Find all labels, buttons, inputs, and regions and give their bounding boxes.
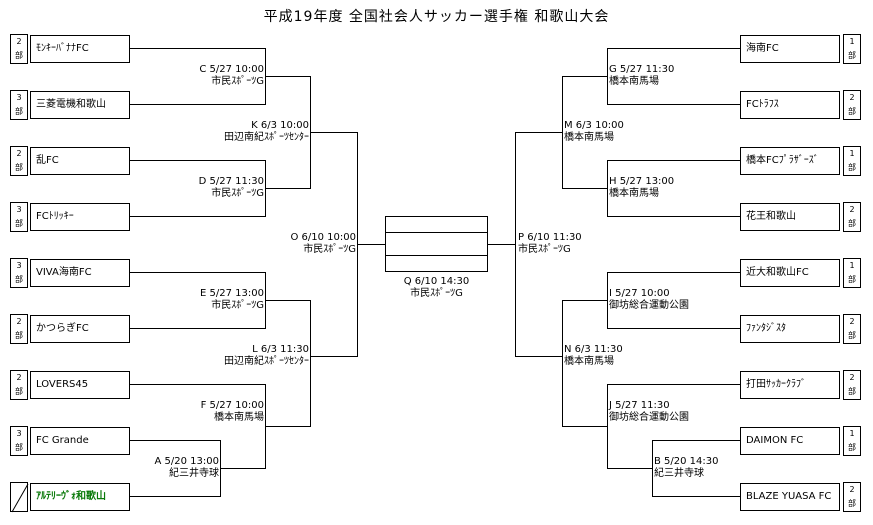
team-name: DAIMON FC xyxy=(740,427,840,455)
team-name: ﾌｧﾝﾀｼﾞｽﾀ xyxy=(740,315,840,343)
team-tier-badge-unranked xyxy=(10,482,29,513)
team-name: FCﾄﾗﾌｽ xyxy=(740,91,840,119)
team-name: 橋本FCﾌﾟﾗｻﾞｰｽﾞ xyxy=(740,147,840,175)
team-name: LOVERS45 xyxy=(30,371,130,399)
team-name: FC Grande xyxy=(30,427,130,455)
team-name: かつらぎFC xyxy=(30,315,130,343)
team-name: 乱FC xyxy=(30,147,130,175)
team-name: FCﾄﾘｯｷｰ xyxy=(30,203,130,231)
final-result-box xyxy=(385,216,488,272)
diagonal-slash-icon xyxy=(11,483,29,513)
team-name: 近大和歌山FC xyxy=(740,259,840,287)
team-name: 花王和歌山 xyxy=(740,203,840,231)
team-name: BLAZE YUASA FC xyxy=(740,483,840,511)
team-name: 打田ｻｯｶｰｸﾗﾌﾞ xyxy=(740,371,840,399)
team-name: 海南FC xyxy=(740,35,840,63)
team-name: ﾓﾝｷｰﾊﾞﾅﾅFC xyxy=(30,35,130,63)
team-name: 三菱電機和歌山 xyxy=(30,91,130,119)
page-title: 平成19年度 全国社会人サッカー選手権 和歌山大会 xyxy=(263,9,610,25)
team-name: ｱﾙﾃﾘｰｳﾞｫ和歌山 xyxy=(30,483,130,511)
team-name: VIVA海南FC xyxy=(30,259,130,287)
